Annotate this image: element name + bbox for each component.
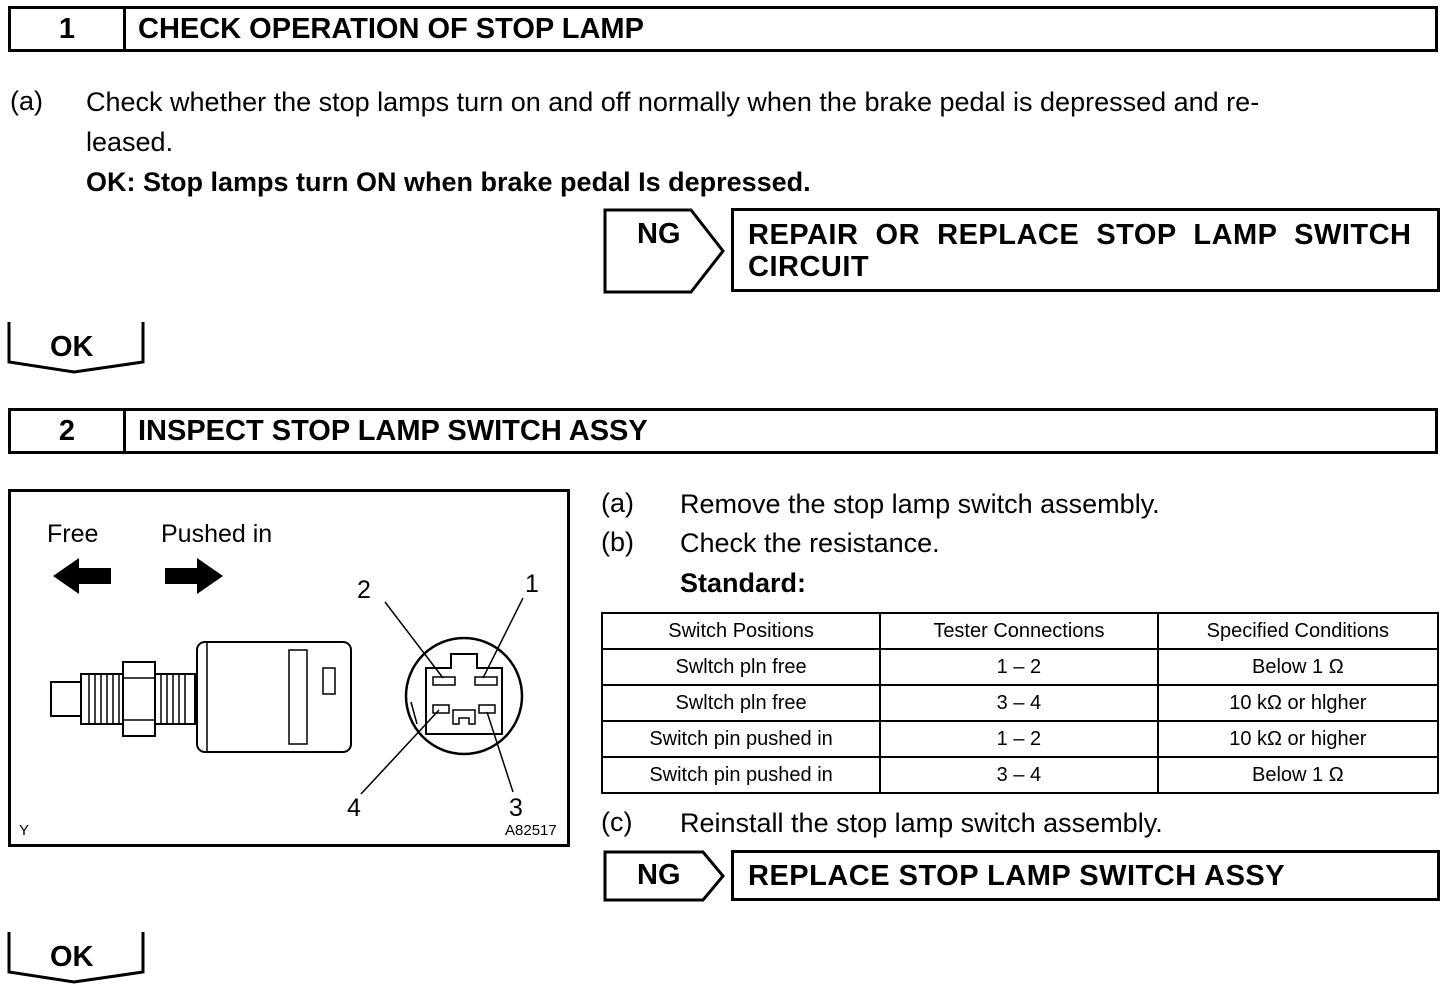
step-2-para-a-label: (a) — [601, 488, 634, 518]
figure-corner-code: Y — [19, 822, 30, 839]
pin-4-label: 4 — [347, 794, 361, 822]
step-1-para-a-line1: Check whether the stop lamps turn on and… — [86, 87, 1260, 117]
table-header: Tester Connections — [879, 612, 1159, 650]
arrow-right-icon — [165, 558, 223, 594]
table-row: Swltch pln free 3 – 4 10 kΩ or hlgher — [600, 684, 1440, 722]
table-row: Switch pin pushed in 1 – 2 10 kΩ or high… — [600, 720, 1440, 758]
table-cell: Switch pin pushed in — [600, 720, 882, 758]
pin-3-label: 3 — [509, 794, 523, 822]
arrow-left-icon — [53, 558, 111, 594]
step-2-header: 2 INSPECT STOP LAMP SWITCH ASSY — [8, 408, 1438, 454]
step-1-para-a-label: (a) — [10, 86, 43, 116]
step-2-ok-label: OK — [50, 941, 94, 973]
step-1-number: 1 — [11, 9, 126, 49]
step-1-ok-criterion: OK: Stop lamps turn ON when brake pedal … — [86, 167, 811, 197]
step-1-ok-arrow-icon — [7, 322, 145, 374]
step-1-ok-label: OK — [50, 331, 94, 363]
table-cell: 3 – 4 — [879, 684, 1159, 722]
figure-id: A82517 — [505, 822, 557, 839]
step-1-ng-arrow-icon — [603, 208, 725, 294]
step-1-ng-action-line1: REPAIR OR REPLACE STOP LAMP SWITCH — [748, 219, 1412, 251]
step-2-number: 2 — [11, 411, 126, 451]
step-1-para-a-line2: leased. — [86, 127, 174, 157]
step-2-title: INSPECT STOP LAMP SWITCH ASSY — [138, 414, 648, 447]
step-1-header: 1 CHECK OPERATION OF STOP LAMP — [8, 6, 1438, 52]
table-cell: Swltch pln free — [600, 684, 882, 722]
resistance-spec-table: Switch Positions Tester Connections Spec… — [600, 612, 1440, 794]
table-cell: 10 kΩ or higher — [1156, 720, 1440, 758]
table-header: Specified Conditions — [1156, 612, 1440, 650]
table-header: Switch Positions — [600, 612, 882, 650]
table-cell: 10 kΩ or hlgher — [1156, 684, 1440, 722]
table-cell: 3 – 4 — [879, 756, 1159, 794]
table-header-row: Switch Positions Tester Connections Spec… — [600, 612, 1440, 650]
figure-free-label: Free — [47, 520, 99, 548]
table-cell: Switch pin pushed in — [600, 756, 882, 794]
step-2-para-c-label: (c) — [601, 807, 633, 837]
table-cell: Below 1 Ω — [1156, 756, 1440, 794]
step-2-para-a: Remove the stop lamp switch assembly. — [680, 489, 1160, 519]
pin-1-label: 1 — [525, 570, 539, 598]
table-row: Swltch pln free 1 – 2 Below 1 Ω — [600, 648, 1440, 686]
step-2-ng-label: NG — [637, 859, 681, 891]
table-row: Switch pin pushed in 3 – 4 Below 1 Ω — [600, 756, 1440, 794]
step-1-title: CHECK OPERATION OF STOP LAMP — [138, 12, 644, 45]
step-1-ng-action-box: REPAIR OR REPLACE STOP LAMP SWITCH CIRCU… — [731, 208, 1440, 292]
figure-pushed-label: Pushed in — [161, 520, 273, 548]
step-2-ok-arrow-icon — [7, 932, 145, 984]
table-cell: Swltch pln free — [600, 648, 882, 686]
step-2-ng-arrow-icon — [603, 850, 725, 902]
step-2-ng-action: REPLACE STOP LAMP SWITCH ASSY — [748, 860, 1286, 892]
table-cell: Below 1 Ω — [1156, 648, 1440, 686]
step-2-para-b-label: (b) — [601, 527, 634, 557]
switch-drawing-icon — [50, 597, 524, 795]
step-2-ng-action-box: REPLACE STOP LAMP SWITCH ASSY — [731, 850, 1440, 901]
step-2-para-c: Reinstall the stop lamp switch assembly. — [680, 808, 1163, 838]
table-cell: 1 – 2 — [879, 720, 1159, 758]
stop-lamp-switch-figure: Free Pushed in — [8, 489, 570, 847]
step-1-ng-label: NG — [637, 218, 681, 250]
pin-2-label: 2 — [357, 576, 371, 604]
table-cell: 1 – 2 — [879, 648, 1159, 686]
step-2-para-b: Check the resistance. — [680, 528, 940, 558]
step-1-ng-action-line2: CIRCUIT — [748, 251, 870, 283]
standard-label: Standard: — [680, 568, 807, 598]
